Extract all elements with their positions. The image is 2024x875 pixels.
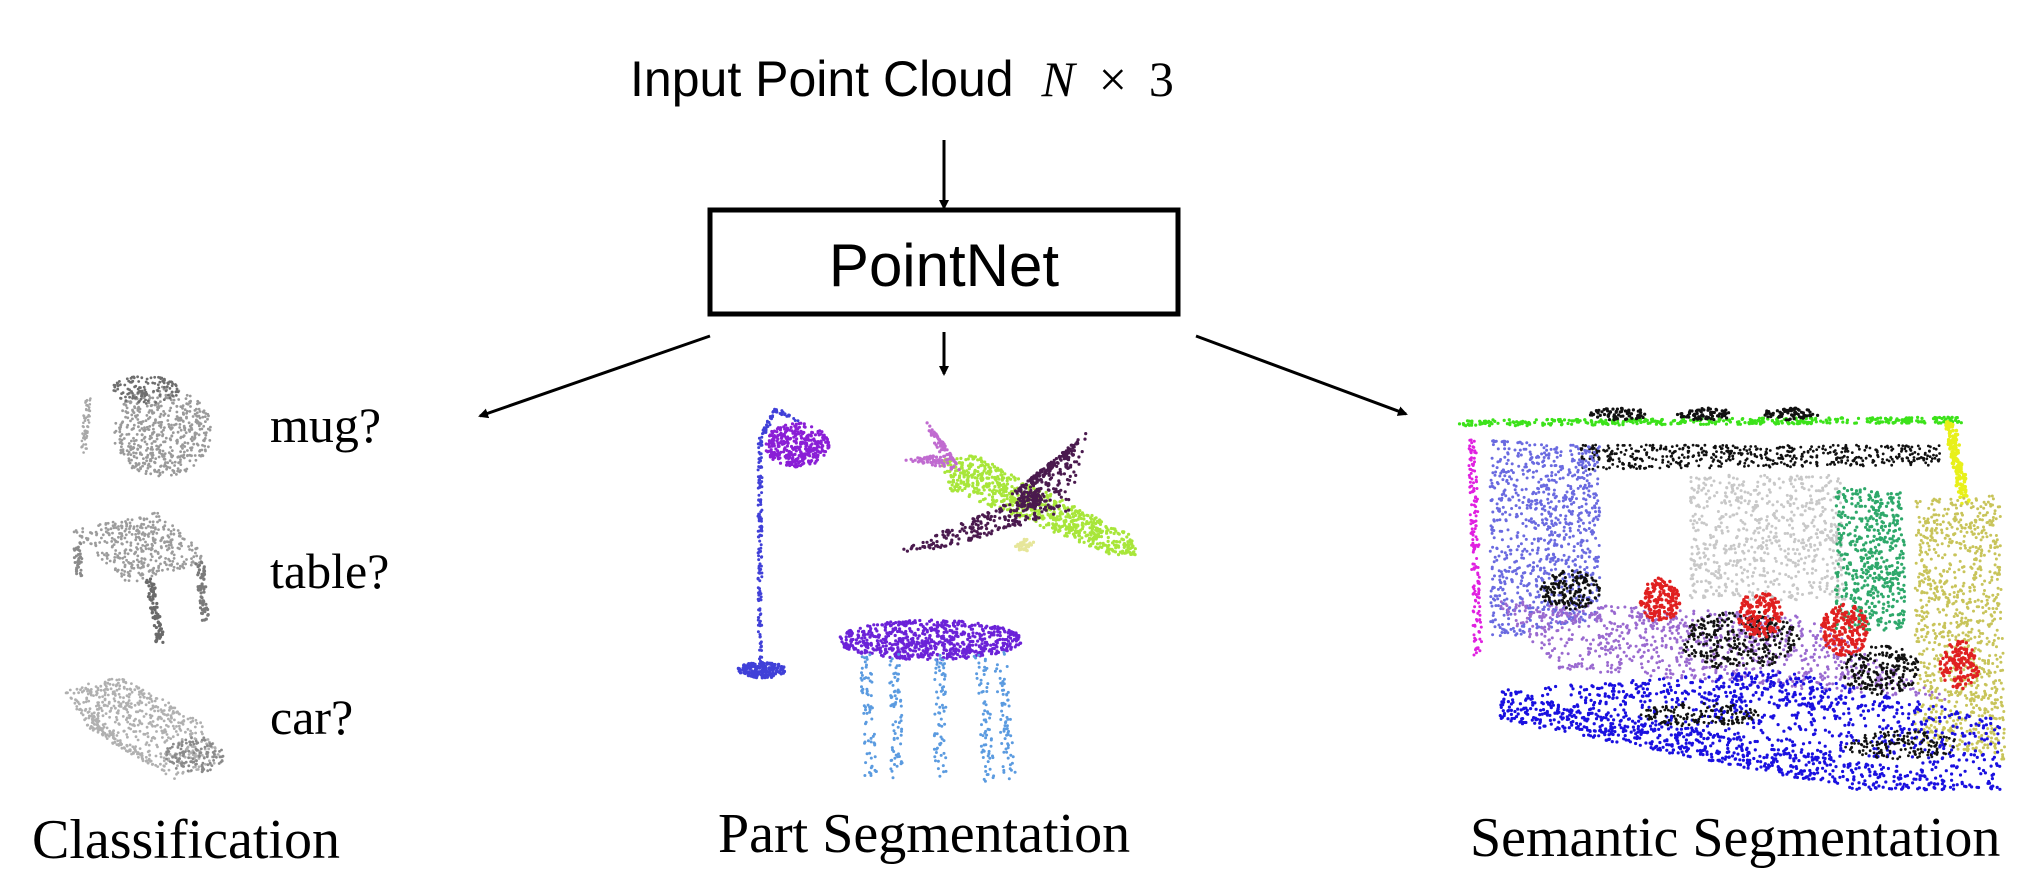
class-label-car: car? [270,689,353,745]
classification-title: Classification [32,809,340,871]
class-label-table: table? [270,543,389,599]
table-point-cloud [72,511,210,645]
part-segmentation-title: Part Segmentation [718,803,1130,865]
round-table-point-cloud [838,618,1023,783]
plane-point-cloud [902,421,1137,557]
network-to-classification-arrow [478,334,711,419]
mug-point-cloud [80,375,212,478]
room-point-cloud [1457,406,2006,792]
pointnet-label: PointNet [829,232,1059,299]
lamp-point-cloud [736,407,831,680]
car-point-cloud [64,677,225,780]
pointnet-box [707,207,1181,317]
input-label: Input Point Cloud N × 3 [630,51,1174,107]
class-label-mug: mug? [270,397,381,453]
semantic-segmentation-title: Semantic Segmentation [1470,807,2000,869]
network-to-semantic-segmentation-arrow [1195,334,1408,416]
